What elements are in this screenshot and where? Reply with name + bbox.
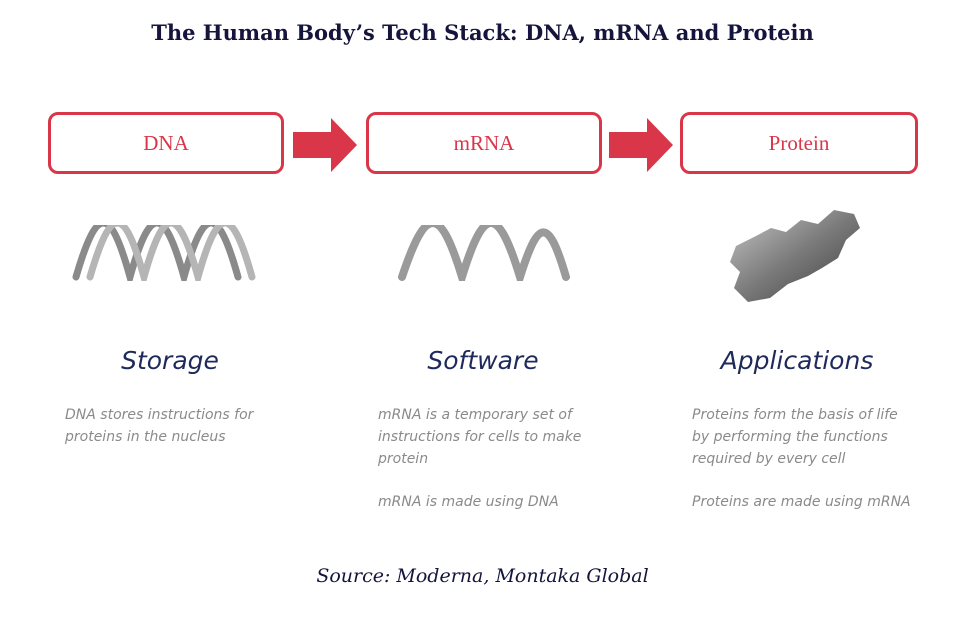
protein-box: Protein <box>680 112 918 174</box>
dna-box: DNA <box>48 112 284 174</box>
mrna-box-label: mRNA <box>453 130 515 155</box>
description-paragraph: DNA stores instructions for proteins in … <box>65 407 254 445</box>
storage-heading: Storage <box>121 346 219 375</box>
dna-description: DNA stores instructions for proteins in … <box>65 404 285 469</box>
mrna-single-strand-icon <box>398 225 570 281</box>
description-paragraph: mRNA is a temporary set of instructions … <box>378 407 582 467</box>
page-title: The Human Body’s Tech Stack: DNA, mRNA a… <box>151 20 814 45</box>
mrna-description: mRNA is a temporary set of instructions … <box>378 404 598 534</box>
software-heading: Software <box>427 346 539 375</box>
description-paragraph: Proteins form the basis of life by perfo… <box>692 407 898 467</box>
arrow-right-icon <box>293 118 357 172</box>
description-paragraph: mRNA is made using DNA <box>378 494 559 510</box>
dna-double-helix-icon <box>72 225 256 281</box>
dna-box-label: DNA <box>143 130 189 155</box>
applications-heading: Applications <box>720 346 874 375</box>
protein-icon <box>730 210 860 302</box>
source-caption: Source: Moderna, Montaka Global <box>316 565 649 587</box>
protein-description: Proteins form the basis of life by perfo… <box>692 404 912 534</box>
arrow-right-icon <box>609 118 673 172</box>
protein-box-label: Protein <box>768 130 830 155</box>
description-paragraph: Proteins are made using mRNA <box>692 494 911 510</box>
mrna-box: mRNA <box>366 112 602 174</box>
